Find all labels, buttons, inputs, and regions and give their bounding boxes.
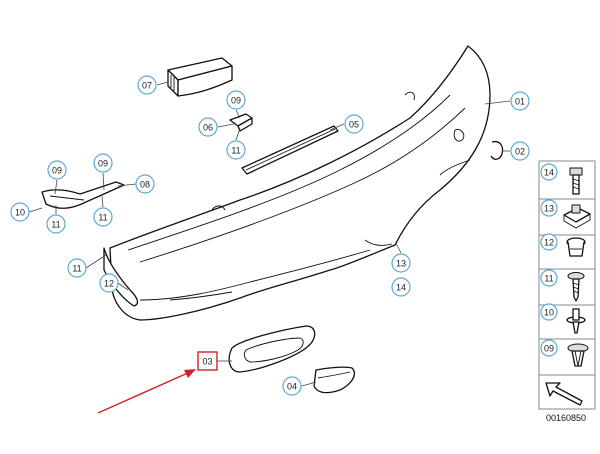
callout-label: 03 xyxy=(202,357,212,367)
callout-label: 08 xyxy=(140,180,150,190)
callout-11-mid: 11 xyxy=(93,207,113,227)
reflector-frame-part xyxy=(228,325,316,373)
pad-block-part xyxy=(167,57,233,97)
callout-label: 09 xyxy=(98,159,108,169)
legend-label: 11 xyxy=(544,274,553,284)
callout-label: 10 xyxy=(15,208,25,218)
callout-label: 11 xyxy=(231,146,240,156)
callout-06: 06 xyxy=(198,117,218,137)
small-clip-part xyxy=(229,113,253,132)
callout-label: 06 xyxy=(203,123,213,133)
clip-nut-icon xyxy=(563,204,591,229)
legend-callout-13: 13 xyxy=(540,199,558,217)
legend-row-arrow xyxy=(538,374,596,410)
callout-14: 14 xyxy=(391,277,411,297)
leader-lines xyxy=(28,81,511,387)
callout-01: 01 xyxy=(510,91,530,111)
red-arrow xyxy=(97,369,196,414)
callout-label: 04 xyxy=(287,382,297,392)
callout-03: 03 xyxy=(197,351,218,371)
callout-09-left: 09 xyxy=(47,160,67,180)
callout-13: 13 xyxy=(391,253,411,273)
callout-label: 11 xyxy=(72,264,81,274)
legend-callout-09: 09 xyxy=(540,339,558,357)
legend-callout-10: 10 xyxy=(540,303,558,321)
callout-label: 09 xyxy=(231,96,241,106)
callout-label: 02 xyxy=(515,147,525,157)
callout-label: 14 xyxy=(396,283,406,293)
hex-bolt-icon xyxy=(569,167,583,195)
callout-label: 07 xyxy=(142,81,152,91)
callout-10: 10 xyxy=(10,202,30,222)
legend-label: 13 xyxy=(544,204,554,214)
legend-label: 14 xyxy=(544,168,554,178)
callout-02: 02 xyxy=(510,141,530,161)
callout-11-bottom: 11 xyxy=(67,258,87,278)
legend-row-09 xyxy=(538,338,596,376)
callout-09-top: 09 xyxy=(226,90,246,110)
legend-callout-11: 11 xyxy=(540,269,558,287)
legend-callout-14: 14 xyxy=(540,163,558,181)
callout-08: 08 xyxy=(135,174,155,194)
legend-label: 12 xyxy=(544,238,554,248)
callout-04: 04 xyxy=(282,376,302,396)
direction-arrow-icon xyxy=(545,382,583,406)
callout-11-top: 11 xyxy=(226,140,246,160)
callout-label: 09 xyxy=(52,166,62,176)
fastener-legend: 14 13 12 11 10 09 xyxy=(538,160,596,410)
expanding-rivet-icon xyxy=(567,343,589,367)
reflector-cap-part xyxy=(313,366,355,394)
callout-label: 12 xyxy=(104,279,114,289)
callout-label: 11 xyxy=(51,220,60,230)
callout-12: 12 xyxy=(99,273,119,293)
callout-11-left: 11 xyxy=(46,214,66,234)
legend-label: 09 xyxy=(544,344,554,354)
callout-label: 13 xyxy=(396,259,406,269)
callout-label: 05 xyxy=(349,120,359,130)
expansion-nut-icon xyxy=(566,237,586,257)
catalog-number: 00160850 xyxy=(546,413,586,423)
callout-07: 07 xyxy=(137,75,157,95)
legend-callout-12: 12 xyxy=(540,233,558,251)
callout-09-mid: 09 xyxy=(93,153,113,173)
callout-label: 11 xyxy=(98,213,107,223)
rear-bumper-part xyxy=(103,45,491,321)
callout-05: 05 xyxy=(344,114,364,134)
clip-part xyxy=(490,140,504,160)
bracket-part xyxy=(41,181,125,209)
legend-label: 10 xyxy=(544,308,554,318)
trim-strip-part xyxy=(241,125,339,175)
callout-label: 01 xyxy=(515,97,525,107)
push-pin-icon xyxy=(566,308,586,334)
screw-icon xyxy=(567,272,585,302)
